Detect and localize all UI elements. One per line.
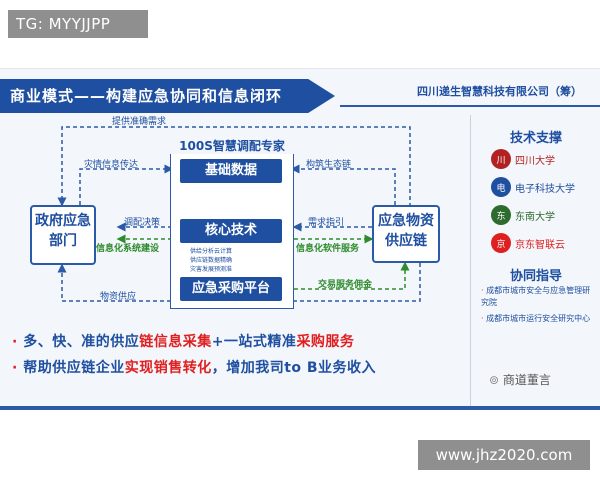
bullet-2: · 帮助供应链企业实现销售转化，增加我司to B业务收入: [12, 360, 377, 376]
flow-label-right-up: 构筑生态链: [306, 160, 352, 170]
flow-label-left-up: 灾情信息传达: [84, 160, 139, 170]
slide-title: 商业模式——构建应急协同和信息闭环: [10, 87, 283, 105]
core-tech-item: 灾害发展预测准: [190, 266, 233, 273]
wechat-icon: ⊚: [489, 373, 503, 387]
watermark-top: TG: MYYJJPP: [8, 10, 148, 38]
seu-seal-icon: 东: [491, 205, 511, 225]
base-data-box: 基础数据: [180, 159, 282, 183]
flow-label-right-mid: 需求指引: [308, 218, 345, 228]
logo-seu-name: 东南大学: [515, 211, 555, 223]
logo-seu: 东 东南大学: [491, 203, 586, 227]
flow-label-left-bottom: 物资供应: [100, 292, 137, 302]
bullet-2-c: ，增加我司to B业务收入: [211, 360, 377, 376]
bullet-2-b: 实现销售转化: [124, 360, 212, 376]
arrow-right-up: [290, 164, 396, 205]
guide-title: 协同指导: [509, 269, 562, 284]
bullet-1: · 多、快、准的供应链信息采集+一站式精准采购服务: [12, 334, 355, 350]
procurement-platform-box: 应急采购平台: [180, 277, 282, 301]
flow-label-left-mid: 调配决策: [124, 218, 161, 228]
government-box: 政府应急部门: [30, 205, 96, 265]
uestc-seal-icon: 电: [491, 177, 511, 197]
company-name: 四川递生智慧科技有限公司（筹）: [417, 85, 582, 98]
flow-label-right-bottom: 交易服务佣金: [318, 280, 373, 290]
core-tech-box: 核心技术: [180, 219, 282, 243]
flow-label-right-mid-green: 信息化软件服务: [296, 244, 360, 254]
flow-label-left-mid-green: 信息化系统建设: [96, 244, 160, 254]
core-tech-item: 供给分析云计算: [190, 248, 233, 255]
arrow-left-up: [79, 164, 174, 205]
watermark-bottom: www.jhz2020.com: [418, 440, 590, 470]
logo-uestc: 电 电子科技大学: [491, 175, 586, 199]
wechat-watermark: ⊚ 商道董言: [489, 373, 551, 387]
guide-item: · 成都市城市安全与应急管理研究院: [481, 286, 591, 307]
title-divider: [340, 105, 600, 107]
logo-jd-cloud-name: 京东智联云: [515, 239, 565, 251]
guide-item: · 成都市城市运行安全研究中心: [481, 314, 591, 323]
arrow-top-loop: [57, 126, 411, 207]
logo-scu: 川 四川大学: [491, 147, 586, 171]
guide-list: · 成都市城市安全与应急管理研究院 · 成都市城市运行安全研究中心: [481, 285, 597, 325]
title-banner: 商业模式——构建应急协同和信息闭环: [0, 79, 335, 113]
logo-uestc-name: 电子科技大学: [515, 183, 575, 195]
bullet-1-b: 链信息采集: [139, 334, 212, 350]
logo-scu-name: 四川大学: [515, 155, 555, 167]
arrow-right-bottom: [294, 261, 410, 290]
core-tech-item: 供应链数据精确: [190, 257, 233, 264]
bullet-1-d: 采购服务: [296, 334, 355, 350]
support-sidebar: 技术支撑 川 四川大学 电 电子科技大学 东 东南大学 京 京东智联云 协同指导…: [470, 115, 600, 406]
slide: 商业模式——构建应急协同和信息闭环 四川递生智慧科技有限公司（筹） 100: [0, 68, 600, 410]
bullet-1-a: 多、快、准的供应: [23, 334, 140, 350]
supply-chain-box: 应急物资供应链: [372, 205, 440, 263]
core-tech-list: 供给分析云计算 供应链数据精确 灾害发展预测准: [190, 247, 280, 274]
bullet-1-c: +一站式精准: [211, 334, 297, 350]
flow-label-top: 提供准确需求: [112, 117, 167, 127]
center-title: 100S智慧调配专家: [164, 137, 300, 154]
logo-jd-cloud: 京 京东智联云: [491, 231, 586, 255]
support-title: 技术支撑: [509, 131, 562, 146]
bullet-2-a: 帮助供应链企业: [23, 360, 125, 376]
scu-seal-icon: 川: [491, 149, 511, 169]
jd-cloud-icon: 京: [491, 233, 511, 253]
